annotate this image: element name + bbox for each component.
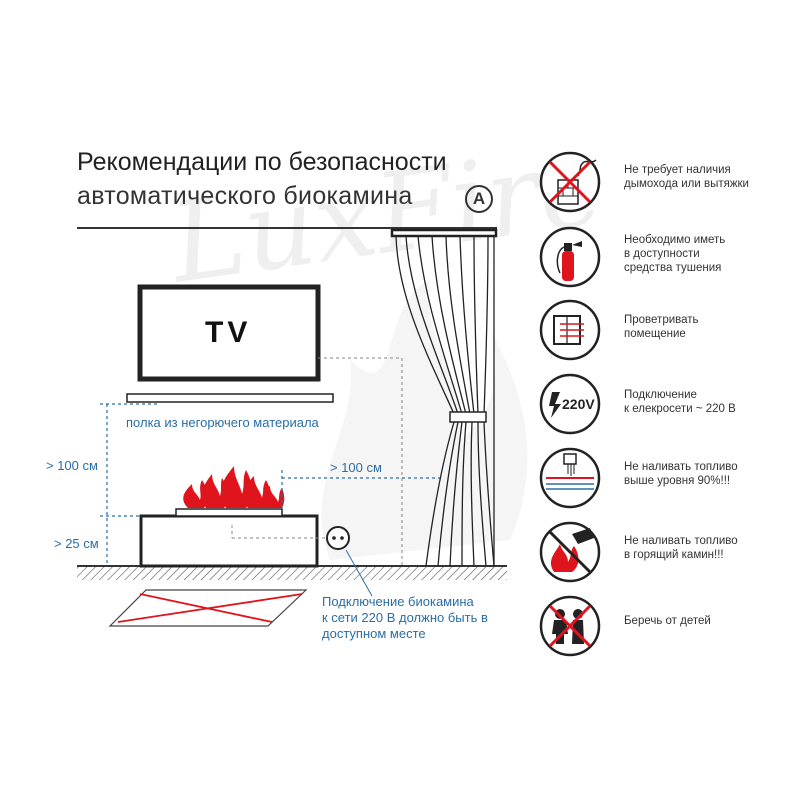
tv-screen — [137, 284, 321, 382]
vertical-dimension — [100, 403, 160, 566]
fuel-level-icon — [539, 447, 601, 509]
safety-item-line: Подключение — [624, 389, 697, 401]
safety-item-children: Беречь от детей — [624, 614, 711, 628]
outlet-note-line: Подключение биокамина — [322, 594, 474, 609]
safety-item-line: в горящий камин!!! — [624, 549, 724, 561]
height-above-label: > 100 см — [46, 458, 98, 473]
safety-item-line: Беречь от детей — [624, 615, 711, 627]
safety-item-line: помещение — [624, 328, 686, 340]
safety-item-power: Подключение к елекросети ~ 220 В — [624, 388, 736, 416]
safety-item-line: в доступности — [624, 248, 700, 260]
safety-item-line: дымохода или вытяжки — [624, 178, 749, 190]
tv-label: TV — [205, 316, 252, 349]
safety-item-line: средства тушения — [624, 262, 722, 274]
forbidden-cross-line — [117, 593, 303, 623]
flame — [262, 486, 285, 508]
safety-item-fuel-level: Не наливать топливо выше уровня 90%!!! — [624, 460, 738, 488]
fireplace-body — [139, 514, 319, 568]
page-title: Рекомендации по безопасности — [77, 148, 447, 176]
safety-item-no-chimney: Не требует наличия дымохода или вытяжки — [624, 163, 749, 191]
safety-item-line: Не наливать топливо — [624, 535, 738, 547]
flames-group — [183, 466, 285, 508]
no-refuel-burning-icon — [539, 521, 601, 583]
power-220v-icon: 220V — [539, 373, 601, 435]
curtain — [390, 228, 498, 567]
outlet-pointer — [345, 549, 373, 597]
flame — [183, 480, 208, 508]
no-chimney-icon — [539, 151, 601, 213]
title-underline — [77, 227, 497, 229]
fire-extinguisher-icon — [539, 226, 601, 288]
outlet-note-line: доступном месте — [322, 626, 426, 641]
safety-item-extinguisher: Необходимо иметь в доступности средства … — [624, 233, 725, 275]
outlet-note-line: к сети 220 В должно быть в — [322, 610, 488, 625]
flame-watermark-shape — [321, 280, 528, 560]
shelf — [126, 393, 334, 403]
side-distance-label: > 100 см — [330, 460, 382, 475]
safety-item-line: Не требует наличия — [624, 164, 731, 176]
cable-route — [231, 357, 403, 566]
safety-item-line: Не наливать топливо — [624, 461, 738, 473]
voltage-icon-text: 220V — [562, 396, 595, 412]
floor-hatch — [77, 566, 507, 580]
safety-item-line: выше уровня 90%!!! — [624, 475, 731, 487]
outlet-note: Подключение биокамина к сети 220 В должн… — [322, 594, 488, 642]
ventilate-window-icon — [539, 299, 601, 361]
class-a-badge: A — [465, 185, 493, 213]
height-below-label: > 25 см — [54, 536, 99, 551]
side-dimension — [281, 470, 442, 512]
flame — [201, 474, 229, 508]
forbidden-area-outline — [108, 589, 308, 627]
safety-item-no-refuel: Не наливать топливо в горящий камин!!! — [624, 534, 738, 562]
safety-item-line: Проветривать — [624, 314, 699, 326]
page-subtitle: автоматического биокамина — [77, 182, 413, 210]
safety-item-line: Необходимо иметь — [624, 234, 726, 246]
shelf-material-label: полка из негорючего материала — [126, 415, 319, 430]
outlet-icon — [326, 526, 350, 550]
keep-from-children-icon — [539, 595, 601, 657]
burner-tray — [175, 508, 283, 517]
safety-item-line: к елекросети ~ 220 В — [624, 403, 736, 415]
safety-item-ventilate: Проветривать помещение — [624, 313, 699, 341]
